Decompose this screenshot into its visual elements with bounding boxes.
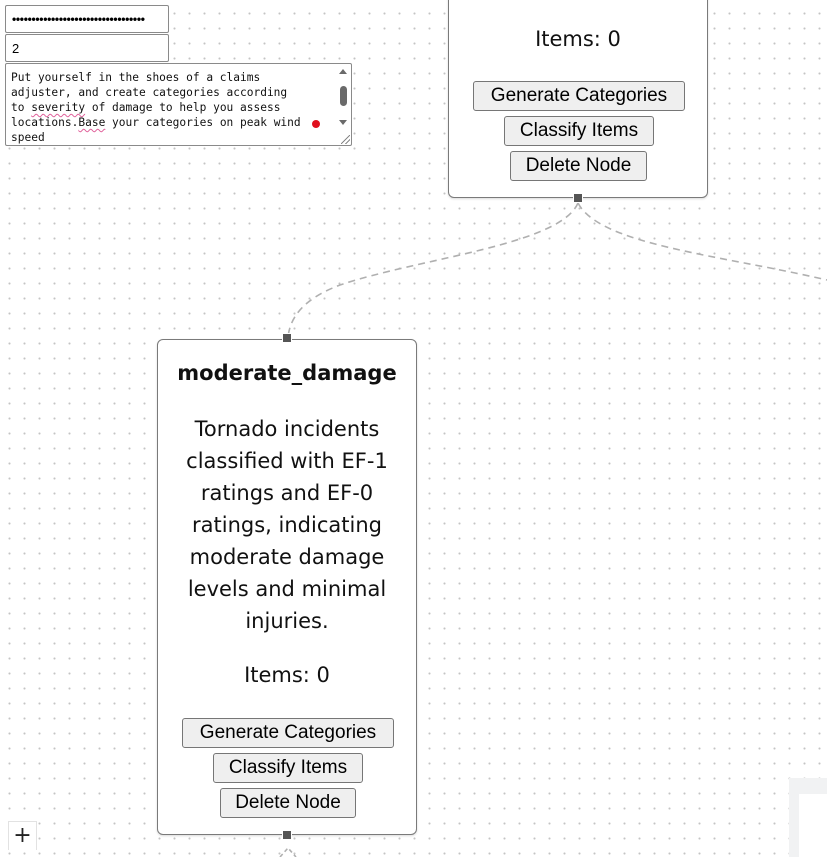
connection-handle-icon[interactable] [282,333,292,343]
category-node[interactable]: Items: 0 Generate Categories Classify It… [448,0,708,198]
node-description: Tornado incidents classified with EF-1 r… [180,413,394,637]
connection-handle-icon[interactable] [573,193,583,203]
category-node-moderate-damage[interactable]: moderate_damage Tornado incidents classi… [157,339,417,835]
resize-handle-icon[interactable] [341,135,350,144]
description-line: ratings, indicating [192,513,382,537]
edge-top-to-moderate [287,202,579,338]
number-input[interactable]: 2 [5,34,169,62]
classify-items-button[interactable]: Classify Items [213,753,363,783]
description-line: levels and minimal [187,577,387,601]
delete-node-button[interactable]: Delete Node [510,151,647,181]
prompt-misspelled-severity: severity [31,101,86,114]
prompt-text-1: Put yourself in the shoes of a claims ad… [11,71,288,114]
generate-categories-button[interactable]: Generate Categories [473,81,685,111]
prompt-text-3: your categories on peak wind speed [11,116,301,144]
scroll-thumb[interactable] [340,86,347,106]
prompt-misspelled-base: Base [78,116,106,129]
scroll-down-icon[interactable] [339,120,347,125]
description-line: moderate damage [189,545,385,569]
node-title: moderate_damage [177,361,397,385]
plus-icon: + [13,823,32,848]
classify-items-button[interactable]: Classify Items [504,116,654,146]
delete-node-button[interactable]: Delete Node [220,788,356,818]
edge-top-to-offscreen [577,202,827,281]
api-key-value: •••••••••••••••••••••••••••••••••• [12,12,145,26]
items-count: Items: 0 [244,663,330,687]
items-count: Items: 0 [535,27,621,51]
textarea-scrollbar[interactable] [337,66,349,128]
connection-handle-icon[interactable] [282,830,292,840]
cursor-dot-icon [312,120,320,128]
generate-categories-button[interactable]: Generate Categories [182,718,394,748]
description-line: ratings and EF-0 [200,481,374,505]
scroll-up-icon[interactable] [339,69,347,74]
prompt-text-2: of damage to help you assess locations. [11,101,281,129]
prompt-textarea[interactable]: Put yourself in the shoes of a claims ad… [5,63,352,146]
description-line: classified with EF-1 [186,449,388,473]
number-value: 2 [12,40,20,56]
description-line: Tornado incidents [194,417,380,441]
api-key-input[interactable]: •••••••••••••••••••••••••••••••••• [5,5,169,33]
add-node-button[interactable]: + [8,821,37,850]
side-panel-edge [789,778,827,857]
edge-moderate-outgoing [279,846,297,857]
description-line: injuries. [245,609,329,633]
